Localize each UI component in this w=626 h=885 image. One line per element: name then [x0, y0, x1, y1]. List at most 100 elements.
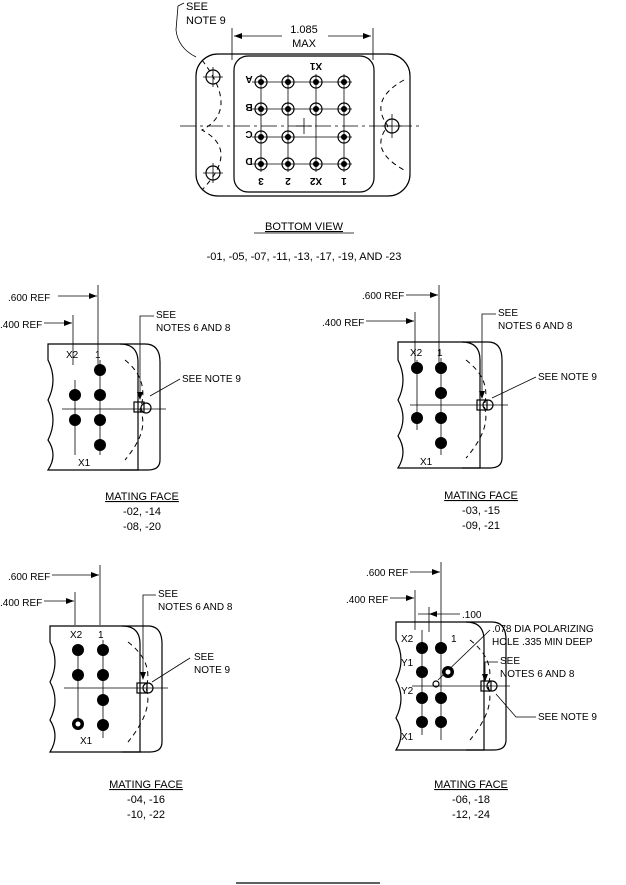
p2-one: 1	[437, 348, 443, 359]
p3-ref600-arrow	[91, 572, 99, 578]
p2-variants-2: -09, -21	[462, 520, 500, 532]
p4-y1: Y1	[401, 658, 414, 669]
bv-note9-label: NOTE 9	[186, 15, 226, 27]
p1-notes68-leader	[139, 315, 154, 398]
p4-insert-outline	[394, 621, 485, 751]
p1-one: 1	[95, 350, 101, 361]
p3-note9-leader	[151, 657, 191, 683]
bv-title: BOTTOM VIEW	[265, 221, 344, 233]
p1-notes68: NOTES 6 AND 8	[156, 323, 231, 334]
p3-flange-outline	[122, 625, 163, 753]
p3-pin	[97, 694, 109, 706]
p1-x1: X1	[78, 458, 91, 469]
p2-variants-1: -03, -15	[462, 505, 500, 517]
bv-insert-outline	[233, 55, 375, 193]
bv-pin	[337, 102, 351, 116]
p3-ref400: .400 REF	[0, 598, 42, 609]
p2-dashed	[465, 359, 487, 459]
p3-see: SEE	[194, 652, 214, 663]
p1-see-note9: SEE NOTE 9	[182, 374, 241, 385]
p4-dashed	[469, 639, 491, 741]
p4-ref600: .600 REF	[366, 568, 408, 579]
p4-dim100-arrow	[429, 611, 437, 617]
bv-dim-max: MAX	[292, 38, 317, 50]
p4-see-note9: SEE NOTE 9	[538, 712, 597, 723]
bv-pin	[281, 75, 295, 89]
p3-note9: NOTE 9	[194, 665, 231, 676]
p1-pin	[94, 389, 106, 401]
p3-variants-1: -04, -16	[127, 794, 165, 806]
p3-insert-outline	[48, 625, 141, 753]
p4-polarizing-hole	[432, 680, 440, 688]
bv-row-label-b: B	[245, 101, 252, 112]
p2-insert-outline	[396, 341, 481, 469]
p4-polar-1: .078 DIA POLARIZING	[492, 624, 594, 635]
p3-pin-hollow	[72, 718, 84, 730]
p4-ref400-arrow	[406, 595, 414, 601]
p4-pin-hollow	[442, 666, 454, 678]
p3-title: MATING FACE	[109, 779, 183, 791]
bv-dim-arrow-left	[234, 33, 242, 39]
p4-variants-2: -12, -24	[452, 809, 490, 821]
p1-pin	[94, 364, 106, 376]
bv-pin	[337, 157, 351, 171]
p4-see: SEE	[500, 656, 520, 667]
p3-pin	[72, 644, 84, 656]
p2-x1: X1	[420, 457, 433, 468]
p3-one: 1	[98, 630, 104, 641]
bv-pin	[281, 130, 295, 144]
p1-pin	[69, 389, 81, 401]
p2-pin	[435, 437, 447, 449]
p4-polarizing-key	[480, 680, 498, 692]
p3-notes68-arrow	[140, 672, 146, 680]
p1-pin	[69, 414, 81, 426]
p1-note9-leader	[149, 378, 181, 397]
p4-pin	[435, 642, 447, 654]
p4-flange-outline	[466, 621, 507, 751]
bv-pin	[309, 75, 323, 89]
p2-pin	[435, 362, 447, 374]
p3-pin	[72, 669, 84, 681]
p2-pin	[411, 412, 423, 424]
bv-note9-leader	[175, 2, 197, 58]
bv-col-label-1: 1	[341, 175, 347, 186]
p1-pin	[94, 414, 106, 426]
p3-notes68: NOTES 6 AND 8	[158, 602, 233, 613]
p2-ref600-arrow	[430, 292, 438, 298]
p3-notes68-leader	[142, 594, 156, 678]
p3-pin	[97, 669, 109, 681]
bv-dashed-left	[200, 59, 222, 191]
p2-x2: X2	[410, 348, 423, 359]
p2-notes68: NOTES 6 AND 8	[498, 321, 573, 332]
p1-title: MATING FACE	[105, 491, 179, 503]
bv-row-label-d: D	[245, 155, 252, 166]
p3-dashed	[127, 641, 149, 743]
p4-notes68: NOTES 6 AND 8	[500, 669, 575, 680]
p3-see: SEE	[158, 589, 178, 600]
bv-pin	[254, 75, 268, 89]
bv-see-label: SEE	[186, 1, 208, 13]
bv-variants: -01, -05, -07, -11, -13, -17, -19, AND -…	[207, 251, 402, 263]
mating-face-panel-4: .600 REF .400 REF .100 .078 DIA POLARIZI…	[346, 562, 597, 821]
bv-pin	[309, 157, 323, 171]
p3-variants-2: -10, -22	[127, 809, 165, 821]
p2-title: MATING FACE	[444, 490, 518, 502]
p3-polarizing-key	[136, 682, 154, 694]
p4-ref600-arrow	[432, 569, 440, 575]
p4-pin	[416, 716, 428, 728]
bv-pin	[254, 157, 268, 171]
p2-ref600: .600 REF	[362, 291, 404, 302]
p1-pin	[94, 439, 106, 451]
bv-pin	[309, 102, 323, 116]
p3-pin	[97, 644, 109, 656]
bv-pin	[337, 130, 351, 144]
bv-row-label-c: C	[245, 128, 252, 139]
p4-ref400: .400 REF	[346, 595, 388, 606]
p1-see: SEE	[156, 310, 176, 321]
p4-dim100: .100	[462, 610, 482, 621]
p4-pin	[435, 716, 447, 728]
bottom-view: SEE NOTE 9 1.085 MAX	[175, 1, 420, 263]
bv-col-label-x2: X2	[309, 175, 322, 186]
p1-x2: X2	[66, 350, 79, 361]
